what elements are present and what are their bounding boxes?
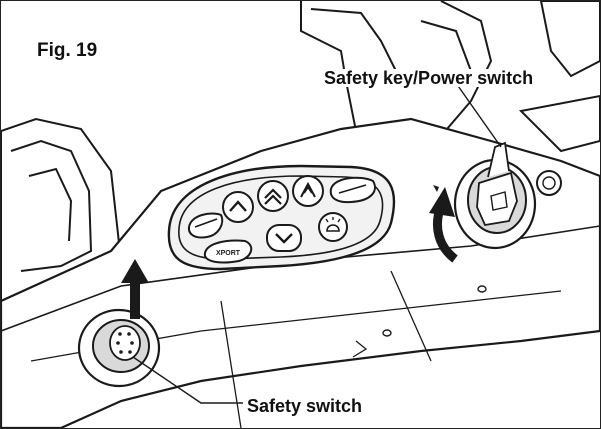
curved-arrow-icon (429, 187, 458, 263)
down-arrow-icon[interactable] (266, 224, 302, 252)
xport-button[interactable]: XPORT (203, 239, 253, 264)
leader-line-safety-key (455, 82, 502, 148)
double-up-arrow-icon[interactable] (257, 180, 289, 212)
up-arrow-safety-icon (121, 259, 149, 319)
leader-lines (132, 82, 502, 404)
safety-switch-label: Safety switch (245, 396, 365, 416)
climb-arrow-icon[interactable] (292, 175, 324, 207)
incline-button[interactable] (329, 176, 376, 204)
bolt-details (382, 285, 487, 337)
up-arrow-icon[interactable] (222, 191, 254, 223)
leader-line-safety-switch (132, 356, 243, 404)
xport-button-text: XPORT (216, 250, 241, 257)
decline-button[interactable] (187, 212, 224, 239)
safety-switch[interactable] (77, 308, 161, 388)
key-symbol-icon (433, 185, 439, 192)
safety-key-power-switch[interactable] (453, 141, 562, 250)
light-icon[interactable] (318, 212, 348, 242)
figure-label: Fig. 19 (37, 40, 98, 61)
safety-key-power-switch-label: Safety key/Power switch (322, 68, 536, 88)
